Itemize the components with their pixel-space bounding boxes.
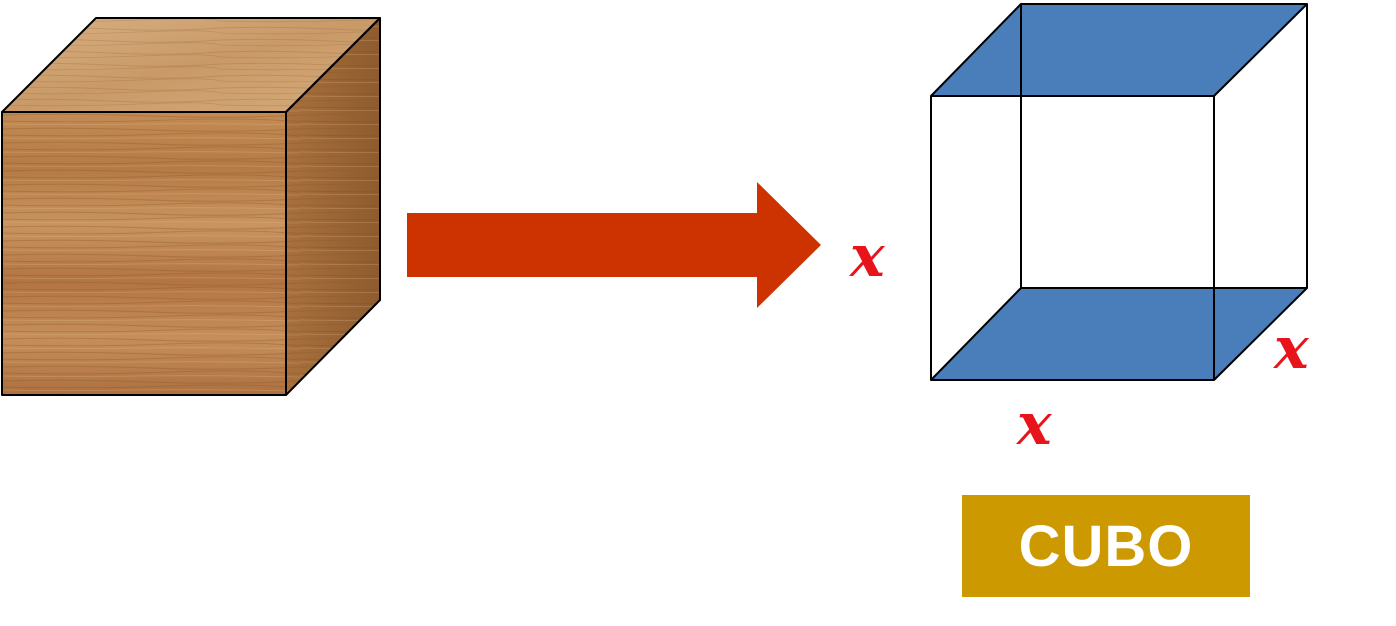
- shape-name-badge: CUBO: [962, 495, 1250, 597]
- wireframe-cube-bottom-face: [931, 288, 1307, 380]
- depth-label: x: [1272, 314, 1310, 382]
- wooden-cube-icon: [1, 17, 381, 396]
- shape-name-box: [962, 495, 1250, 597]
- wireframe-cube-icon: [930, 3, 1308, 381]
- width-label: x: [1015, 390, 1053, 458]
- right-arrow-icon: [407, 182, 821, 308]
- wireframe-cube-top-face: [931, 4, 1307, 96]
- shape-name-text: CUBO: [1018, 513, 1194, 579]
- height-label: x: [848, 222, 886, 290]
